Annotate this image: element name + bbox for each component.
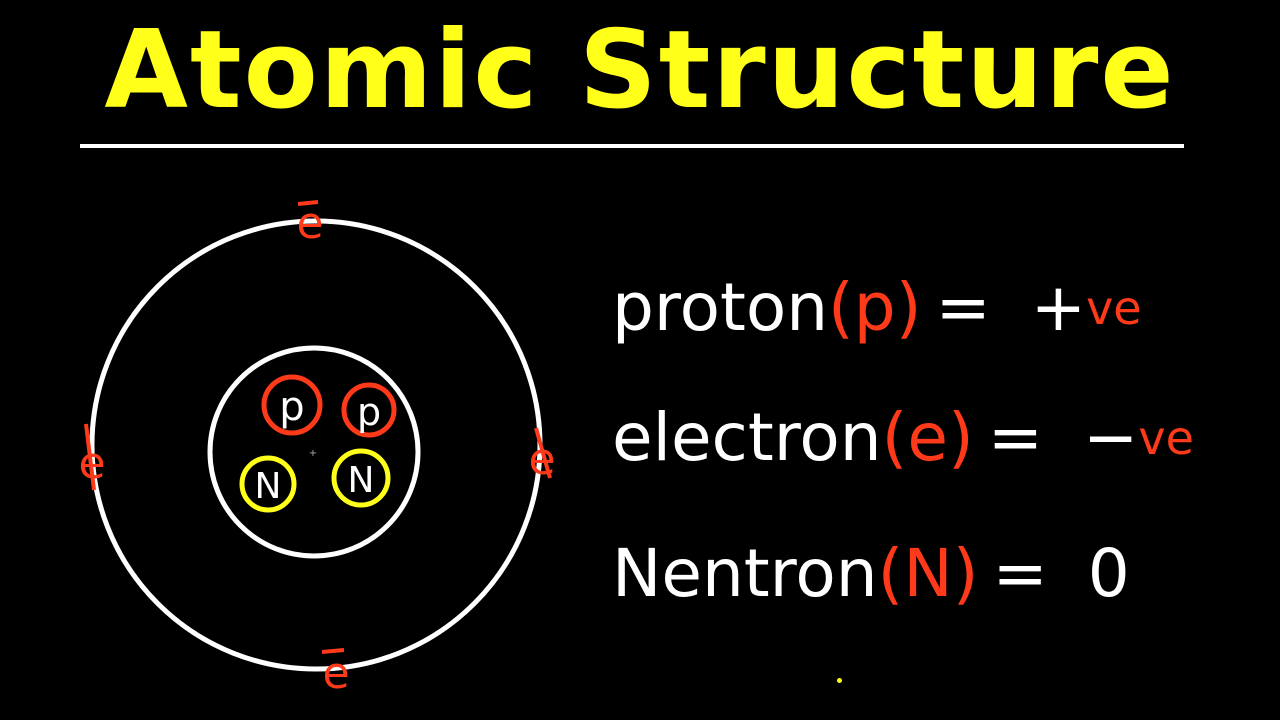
outer-electron-shell bbox=[89, 218, 543, 672]
charge-unit: ve bbox=[1138, 411, 1194, 465]
electron-top: e bbox=[296, 198, 323, 249]
page-title: Atomic Structure bbox=[104, 8, 1176, 133]
definition-electron: electron(e)=−ve bbox=[612, 398, 1194, 478]
electron-left: e bbox=[78, 423, 106, 491]
proton-circle bbox=[261, 374, 323, 436]
electron-bottom: e bbox=[321, 648, 350, 699]
particle-symbol: e bbox=[907, 399, 948, 476]
open-paren: ( bbox=[877, 535, 904, 612]
definition-proton: proton(p)= +ve bbox=[612, 268, 1142, 348]
electron-label: e bbox=[322, 648, 349, 699]
neutron-circle bbox=[239, 455, 297, 513]
charge-sign: − bbox=[1083, 399, 1139, 476]
particle-symbol: p bbox=[853, 269, 896, 346]
proton-circle bbox=[341, 382, 397, 438]
electron-bar bbox=[297, 200, 319, 206]
particle-symbol: N bbox=[903, 535, 953, 612]
proton-label: p bbox=[279, 384, 304, 430]
close-paren: ) bbox=[952, 535, 979, 612]
neutron-2: N bbox=[331, 448, 391, 508]
electron-bar bbox=[321, 648, 345, 654]
neutron-label: N bbox=[348, 460, 375, 501]
nucleus-center-mark: + bbox=[309, 448, 317, 459]
proton-label: p bbox=[357, 390, 381, 434]
neutron-label: N bbox=[255, 466, 282, 507]
particle-name: proton bbox=[612, 269, 829, 346]
close-paren: ) bbox=[947, 399, 974, 476]
electron-label: e bbox=[296, 198, 323, 249]
close-paren: ) bbox=[895, 269, 922, 346]
neutron-circle bbox=[331, 448, 391, 508]
nucleus bbox=[207, 345, 421, 559]
charge-value: 0 bbox=[1087, 535, 1130, 612]
electron-bar bbox=[84, 423, 96, 491]
definition-neutron: Nentron(N)= 0 bbox=[612, 534, 1130, 614]
particle-name: Nentron bbox=[612, 535, 878, 612]
charge-unit: ve bbox=[1086, 281, 1142, 335]
open-paren: ( bbox=[881, 399, 908, 476]
stray-dot bbox=[837, 678, 842, 683]
particle-name: electron bbox=[612, 399, 882, 476]
equals-sign: = bbox=[935, 269, 991, 346]
proton-2: p bbox=[341, 382, 397, 438]
atom-diagram: + p p N N e e e bbox=[78, 198, 556, 699]
electron-right: e bbox=[528, 427, 556, 485]
open-paren: ( bbox=[828, 269, 854, 346]
equals-sign: = bbox=[992, 535, 1048, 612]
charge-sign: + bbox=[1030, 269, 1087, 346]
equals-sign: = bbox=[987, 399, 1044, 476]
electron-bar bbox=[534, 427, 552, 479]
title-underline bbox=[80, 144, 1184, 148]
proton-1: p bbox=[261, 374, 323, 436]
neutron-1: N bbox=[239, 455, 297, 513]
